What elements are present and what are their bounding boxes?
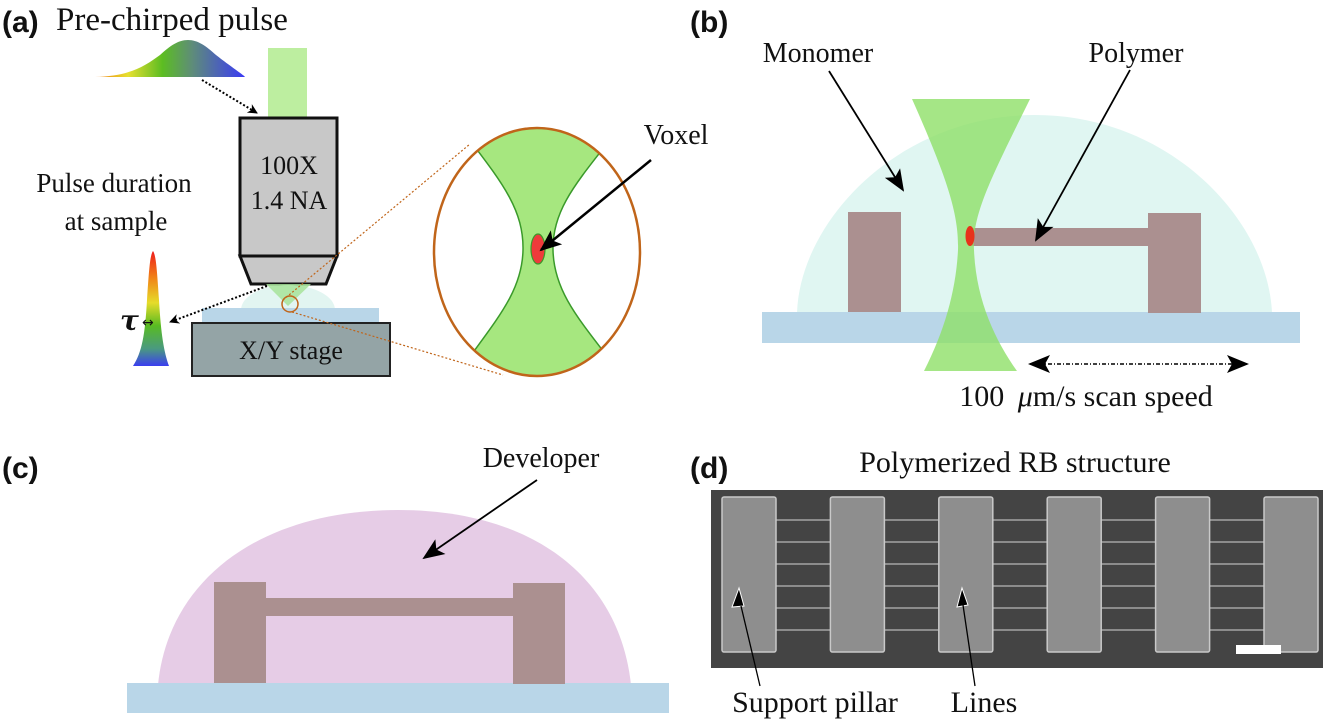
panel-c-label: (c) [2,452,39,485]
developer-label: Developer [483,443,600,474]
developer-droplet [158,510,631,685]
sem-support-pillar [829,496,886,653]
sem-support-pillar [721,496,777,653]
sem-support-pillar [1263,496,1319,653]
xy-stage-label: X/Y stage [239,336,343,365]
sem-title: Polymerized RB structure [859,446,1171,479]
zoomed-focus-view: Voxel [432,120,709,378]
pulse-to-objective-arrow [201,79,258,114]
voxel [965,226,975,246]
panel-a: (a) Pre-chirped pulse 100X 1.4 NA X/Y st… [2,2,709,378]
sem-support-pillar [1046,496,1102,653]
zoom-guide-top [282,143,471,301]
tau-symbol: τ [120,304,139,337]
sem-support-pillar [938,496,994,653]
chirped-pulse-icon [95,40,245,77]
xy-stage [191,322,391,377]
objective-magnification: 100X [260,151,318,180]
developer-arrow [422,479,538,560]
sem-support-pillar [1154,496,1211,653]
scan-speed-label: 100 μm/s scan speed [959,380,1213,413]
substrate [127,683,669,713]
pre-chirped-pulse-title: Pre-chirped pulse [56,2,288,38]
polymer-arrow [1035,69,1131,242]
left-pillar [214,582,266,683]
support-pillar-arrow [740,605,761,687]
right-pillar [513,583,565,684]
scale-bar [1236,645,1281,654]
objective-na: 1.4 NA [251,186,328,215]
substrate [202,308,379,322]
substrate [762,312,1300,343]
zoom-guide-bottom [291,311,504,376]
polymer-label: Polymer [1089,38,1185,69]
panel-b-label: (b) [690,6,728,39]
monomer-label: Monomer [763,38,874,69]
short-pulse-icon [133,251,169,366]
monomer-arrow [828,70,905,192]
polymer-line [266,598,513,616]
scan-speed-mu: μ [1017,380,1033,413]
objective-lens: 100X 1.4 NA [237,116,340,286]
voxel-arrow [539,159,652,252]
panel-d: (d) Polymerized RB structure Support pil… [690,446,1323,719]
panel-b: (b) Monomer Polymer 100 μm/s scan speed [690,6,1300,413]
support-pillar-label: Support pillar [732,686,898,719]
input-beam [268,48,307,118]
sem-pillars-group [721,496,1319,653]
sample-to-pulse-arrow [169,285,268,324]
pulse-duration-label-line1: Pulse duration [36,168,192,198]
polymer-line [972,228,1148,246]
voxel-label: Voxel [644,120,709,151]
left-pillar [848,212,901,312]
support-pillar-arrowhead [731,586,745,608]
sem-image [711,490,1323,668]
scan-speed-unit: m/s scan speed [1033,380,1213,413]
lines-label: Lines [951,686,1018,719]
panel-a-label: (a) [2,6,39,39]
pulse-duration-label-line2: at sample [65,206,168,236]
tau-width-arrow: ↔ [142,315,154,331]
right-pillar [1148,213,1201,313]
scan-speed-value: 100 [959,380,1004,413]
sem-lines-group [776,519,1264,631]
focus-cone [266,284,311,306]
panel-c: (c) Developer [2,443,669,713]
panel-d-label: (d) [690,452,728,485]
lines-arrow [962,604,976,687]
zoom-region-marker [281,295,299,313]
